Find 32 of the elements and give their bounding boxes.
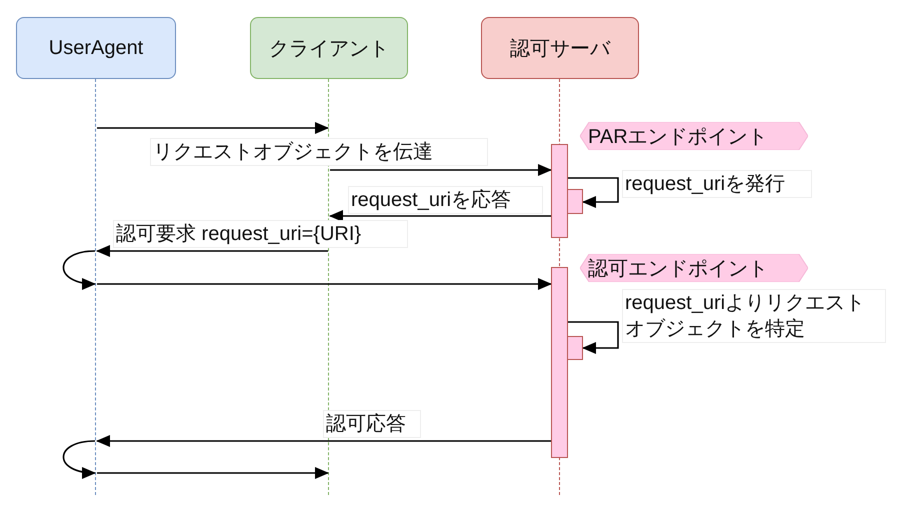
endpoint-tag [580, 254, 808, 282]
message-arrow [96, 245, 328, 257]
message-arrow [568, 321, 619, 354]
endpoint-tag [580, 122, 808, 150]
endpoint-name: PARエンドポイント [588, 124, 768, 150]
message-arrow [97, 278, 552, 290]
activation-bar [567, 189, 583, 214]
message-arrow [62, 250, 96, 290]
message-arrow [568, 177, 619, 208]
message-arrow [62, 440, 96, 478]
activation-bar [551, 144, 568, 238]
message-arrow [330, 164, 552, 176]
participant-box [481, 17, 639, 79]
edge-label: 認可要求 request_uri={URI} [113, 220, 408, 248]
edge-label: 認可応答 [323, 410, 421, 438]
participant-box [16, 17, 176, 79]
message-arrow [97, 122, 329, 134]
message-arrow [96, 435, 551, 447]
lifeline [95, 79, 97, 495]
edge-label: request_uriよりリクエストオブジェクトを特定 [622, 289, 886, 343]
message-arrow [97, 467, 329, 479]
participant-name: UserAgent [48, 36, 144, 60]
endpoint-name: 認可エンドポイント [588, 256, 768, 282]
message-arrow [329, 210, 551, 222]
edge-label: リクエストオブジェクトを伝達 [150, 138, 488, 166]
participant-name: 認可サーバ [510, 36, 610, 62]
participant-name: クライアント [269, 36, 389, 62]
activation-bar [551, 267, 568, 458]
edge-label: request_uriを発行 [622, 170, 812, 198]
activation-bar [567, 336, 583, 360]
participant-box [250, 17, 408, 79]
edge-label: request_uriを応答 [348, 186, 543, 214]
